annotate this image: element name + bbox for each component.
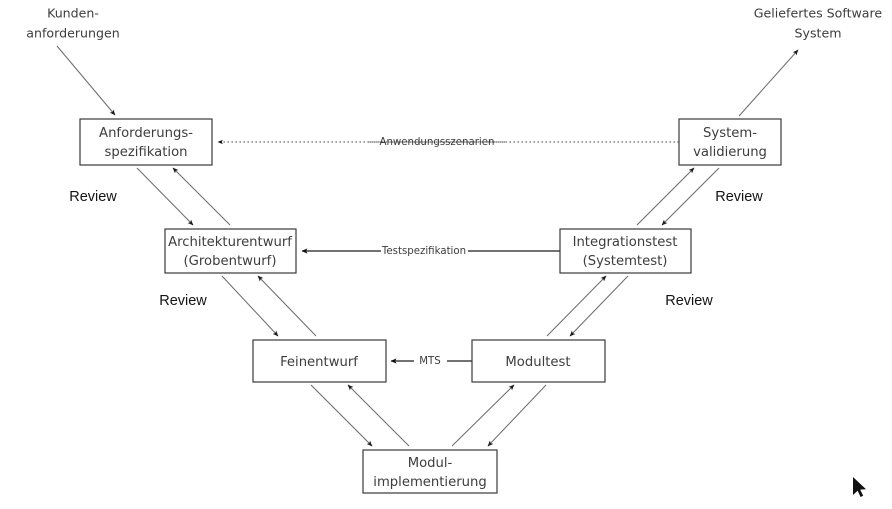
label-testspezifikation: Testspezifikation <box>381 246 466 257</box>
label-kundenanforderungen: Kunden- anforderungen <box>26 6 119 41</box>
label-review-top-right: Review <box>715 189 763 205</box>
box-label-line2: (Grobentwurf) <box>184 254 277 269</box>
box-label-line2: implementierung <box>373 475 486 490</box>
box-label-line1: System- <box>703 126 757 141</box>
box-label-line1: Architekturentwurf <box>168 235 292 250</box>
label-review-top-left: Review <box>69 189 117 205</box>
edge-feinentwurf-review-up <box>257 275 317 337</box>
edge-architekturentwurf-review-up <box>172 167 231 226</box>
box-modultest[interactable]: Modultest <box>471 339 606 383</box>
outer-label-line2: anforderungen <box>26 26 119 41</box>
edge-modultest-to-integrationstest <box>546 275 607 337</box>
box-label-line1: Anforderungs- <box>99 126 193 141</box>
box-label-line1: Feinentwurf <box>280 355 358 370</box>
label-mts: MTS <box>419 356 440 367</box>
mouse-pointer-icon <box>853 477 866 497</box>
box-integrationstest[interactable]: Integrationstest (Systemtest) <box>559 228 692 274</box>
box-label-line2: validierung <box>693 145 767 160</box>
edge-modultest-review-down <box>487 384 547 447</box>
edge-modulimplementierung-review-up <box>347 384 410 447</box>
edge-feinentwurf-to-modulimplementierung <box>310 384 373 447</box>
outer-label-line2: System <box>795 26 842 41</box>
label-geliefertes-software-system: Geliefertes Software System <box>754 6 883 41</box>
edge-kundenanforderungen-to-anforderungsspezifikation <box>56 45 116 116</box>
box-label-line2: spezifikation <box>105 145 188 160</box>
edge-integrationstest-review-down <box>569 275 629 337</box>
edge-anforderungsspezifikation-to-architekturentwurf <box>136 167 194 226</box>
label-review-mid-left: Review <box>159 293 207 309</box>
outer-label-line1: Kunden- <box>47 6 99 21</box>
box-architekturentwurf[interactable]: Architekturentwurf (Grobentwurf) <box>164 228 297 274</box>
edge-integrationstest-to-systemvalidierung <box>636 167 695 226</box>
box-feinentwurf[interactable]: Feinentwurf <box>252 339 387 383</box>
outer-label-line1: Geliefertes Software <box>754 6 883 21</box>
box-label-line2: (Systemtest) <box>583 254 668 269</box>
edge-systemvalidierung-review-down <box>661 167 720 226</box>
box-label-line1: Modul- <box>408 456 453 471</box>
box-modulimplementierung[interactable]: Modul- implementierung <box>362 449 498 494</box>
box-anforderungsspezifikation[interactable]: Anforderungs- spezifikation <box>79 118 213 166</box>
box-systemvalidierung[interactable]: System- validierung <box>678 118 782 166</box>
edge-architekturentwurf-to-feinentwurf <box>221 275 279 337</box>
box-label-line1: Modultest <box>505 355 570 370</box>
label-review-mid-right: Review <box>665 293 713 309</box>
label-anwendungsszenarien: Anwendungsszenarien <box>379 137 494 148</box>
box-label-line1: Integrationstest <box>573 235 678 250</box>
edge-modulimplementierung-to-modultest <box>451 384 515 447</box>
edge-systemvalidierung-to-geliefertes-system <box>738 49 799 117</box>
